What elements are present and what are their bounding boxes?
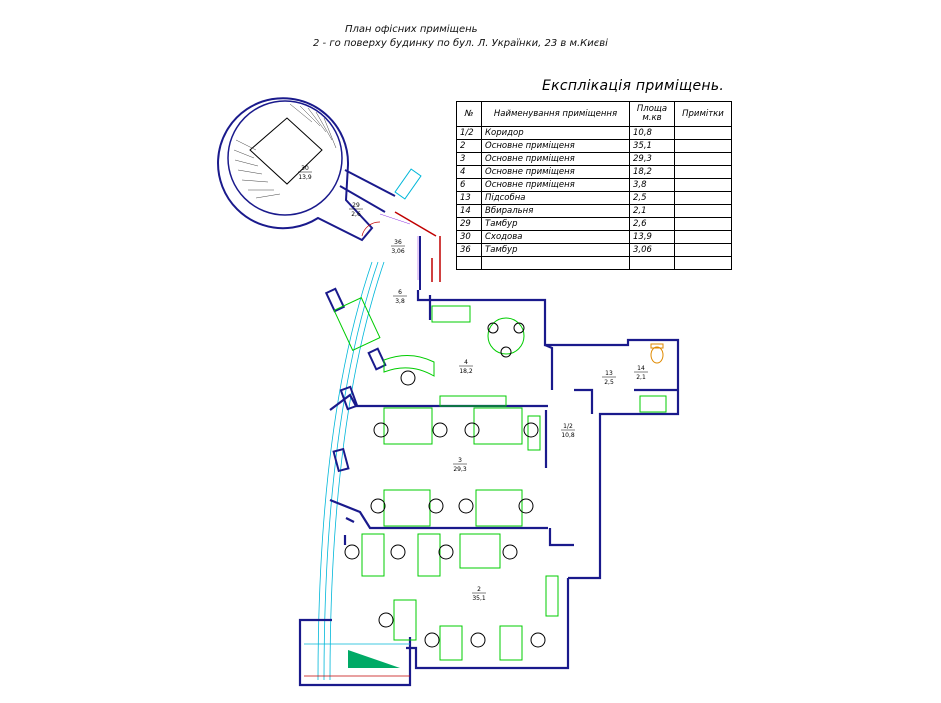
room-number: 13: [605, 370, 613, 377]
explication-table: № Найменування приміщення Площа м.кв При…: [456, 101, 732, 270]
room-label: 292,6: [349, 202, 363, 218]
room-number: 4: [464, 359, 468, 366]
room-number: 14: [637, 365, 645, 372]
walls: [298, 290, 680, 687]
room-label: 363,06: [391, 239, 405, 255]
room-number: 3: [458, 457, 462, 464]
stair-tower: [217, 97, 396, 242]
room-area: 3,06: [391, 248, 405, 255]
plan-title: План офісних приміщень: [345, 24, 478, 35]
piers: [324, 287, 387, 473]
explication-title: Експлікація приміщень.: [542, 78, 725, 94]
room-area: 35,1: [472, 595, 486, 602]
tambour-36: [361, 211, 441, 290]
room-label: 30 13,9: [298, 165, 312, 181]
room-area: 13,9: [298, 174, 312, 181]
room-area: 2,6: [351, 211, 361, 218]
room-label: 329,3: [453, 457, 467, 473]
plan-subtitle: 2 - го поверху будинку по бул. Л. Україн…: [313, 38, 608, 49]
room-number: 36: [394, 239, 402, 246]
row-notes: [674, 256, 732, 270]
room-label: 418,2: [459, 359, 473, 375]
room-number: 30: [301, 165, 309, 172]
stairs: [233, 103, 337, 199]
room-area: 3,8: [395, 298, 405, 305]
room-number: 1/2: [563, 423, 573, 430]
window-icon: [394, 168, 422, 200]
header-area-line1: Площа: [636, 104, 668, 114]
room-number: 2: [477, 586, 481, 593]
facade-windows: [317, 261, 385, 681]
room-number: 6: [398, 289, 402, 296]
table-row-empty: [456, 256, 732, 270]
furniture: [333, 297, 667, 661]
toilet-icon: [650, 343, 664, 364]
room-label: 1/2 10,8: [561, 423, 575, 439]
header-name: Найменування приміщення: [481, 101, 630, 127]
room-area: 2,1: [636, 374, 646, 381]
room-label: 132,5: [602, 370, 616, 386]
header-area-line2: м.кв: [642, 113, 662, 123]
room-label: 235,1: [472, 586, 486, 602]
room-label: 63,8: [393, 289, 407, 305]
room-area: 29,3: [453, 466, 467, 473]
room-area: 2,5: [604, 379, 614, 386]
chairs: [344, 322, 546, 648]
room-area: 18,2: [459, 368, 473, 375]
room-label: 142,1: [634, 365, 648, 381]
room-area: 10,8: [561, 432, 575, 439]
room-number: 29: [352, 202, 360, 209]
landing: [304, 643, 410, 677]
